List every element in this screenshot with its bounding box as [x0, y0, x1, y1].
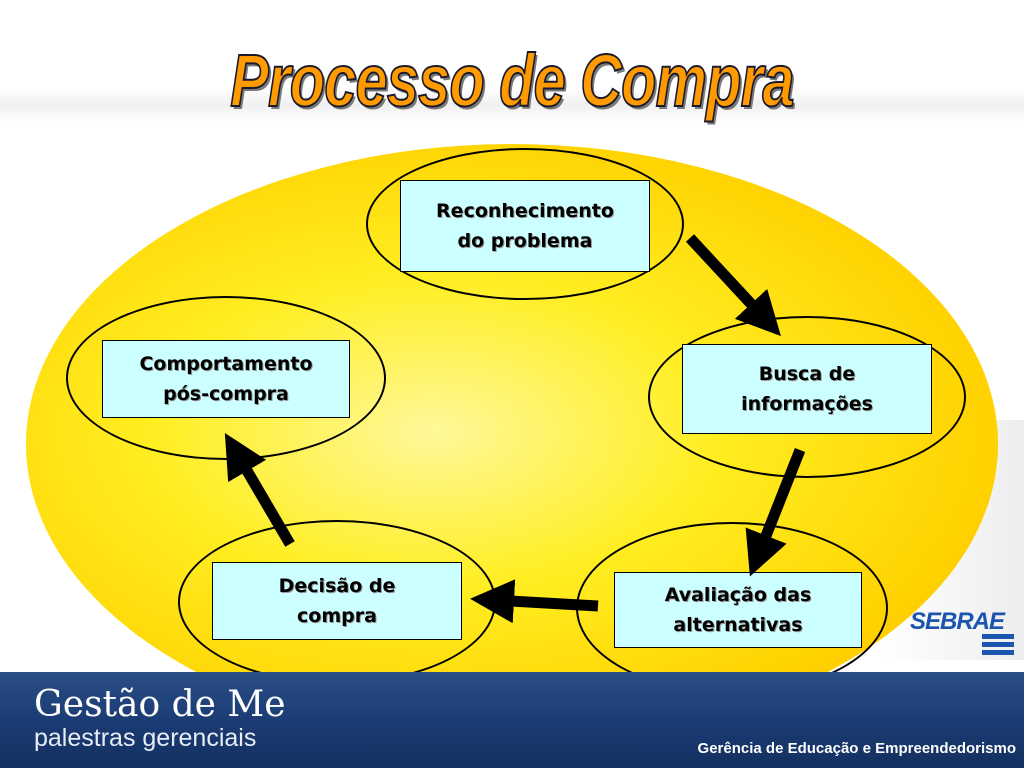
node-recognition: Reconhecimento do problema	[400, 180, 650, 272]
footer-band	[0, 672, 1024, 768]
page-title: Processo de Compra	[230, 38, 796, 123]
sebrae-logo-icon	[982, 634, 1014, 655]
arrow-recognition-to-search	[685, 234, 781, 337]
node-post-purchase: Comportamento pós-compra	[102, 340, 350, 418]
arrow-search-to-evaluation	[745, 447, 806, 577]
node-decision: Decisão de compra	[212, 562, 462, 640]
arrow-decision-to-post-purchase	[224, 433, 295, 547]
node-ring-recognition	[366, 148, 684, 300]
node-evaluation: Avaliação das alternativas	[614, 572, 862, 648]
node-ring-search	[648, 316, 966, 478]
footer-title: Gestão de Me	[34, 684, 286, 725]
footer-department: Gerência de Educação e Empreendedorismo	[697, 740, 1016, 757]
node-search: Busca de informações	[682, 344, 932, 434]
arrow-evaluation-to-decision	[470, 579, 599, 624]
top-band	[0, 88, 1024, 122]
sebrae-logo-text: SEBRAE	[910, 608, 1005, 635]
footer-subtitle: palestras gerenciais	[34, 724, 257, 752]
